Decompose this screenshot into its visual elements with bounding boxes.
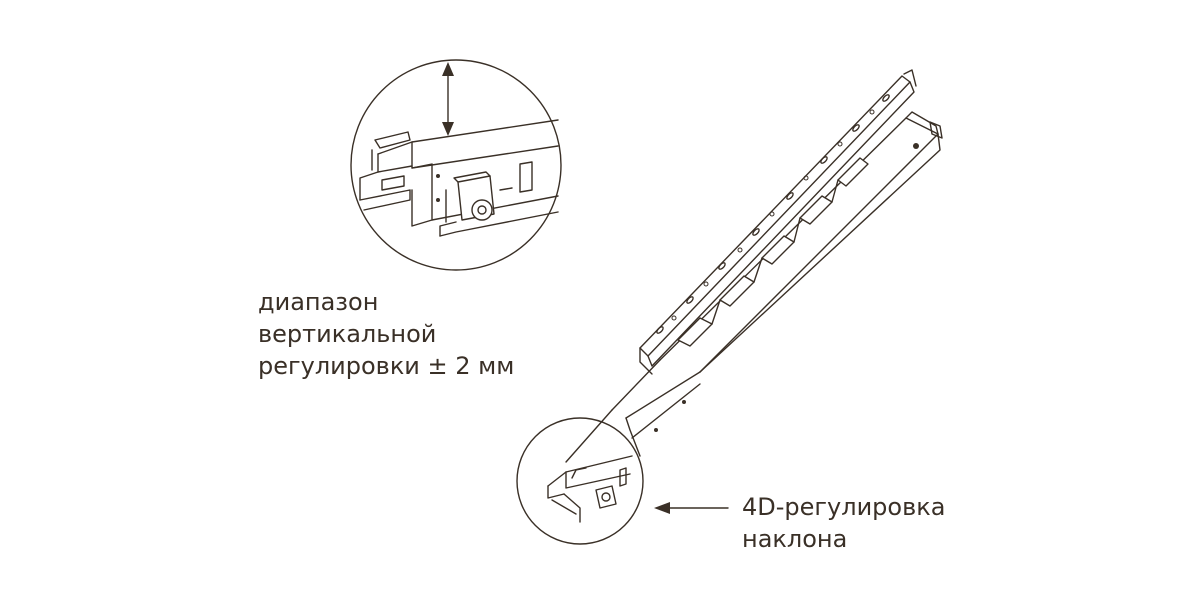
magnified-tilt-detail <box>547 455 633 523</box>
magnifier-top <box>350 59 562 271</box>
vertical-caption-line-3: регулировки ± 2 мм <box>258 352 515 380</box>
double-arrow-vertical-icon <box>442 62 454 136</box>
vertical-adjustment-caption: диапазон вертикальной регулировки ± 2 мм <box>258 286 514 382</box>
magnifier-top-circle <box>350 59 562 271</box>
magnifier-bottom-circle <box>516 417 644 545</box>
tilt-caption-line-1: 4D-регулировка <box>742 493 946 521</box>
vertical-caption-line-2: вертикальной <box>258 320 437 348</box>
drawer-slide <box>565 69 943 463</box>
rail-perforations <box>656 94 890 334</box>
ball-cage <box>677 157 869 347</box>
magnified-guide-detail <box>359 119 559 237</box>
tilt-adjustment-caption: 4D-регулировка наклона <box>742 491 945 555</box>
tilt-caption-line-2: наклона <box>742 525 848 553</box>
vertical-caption-line-1: диапазон <box>258 288 379 316</box>
arrow-left-icon <box>654 502 729 514</box>
magnifier-bottom <box>516 417 644 545</box>
